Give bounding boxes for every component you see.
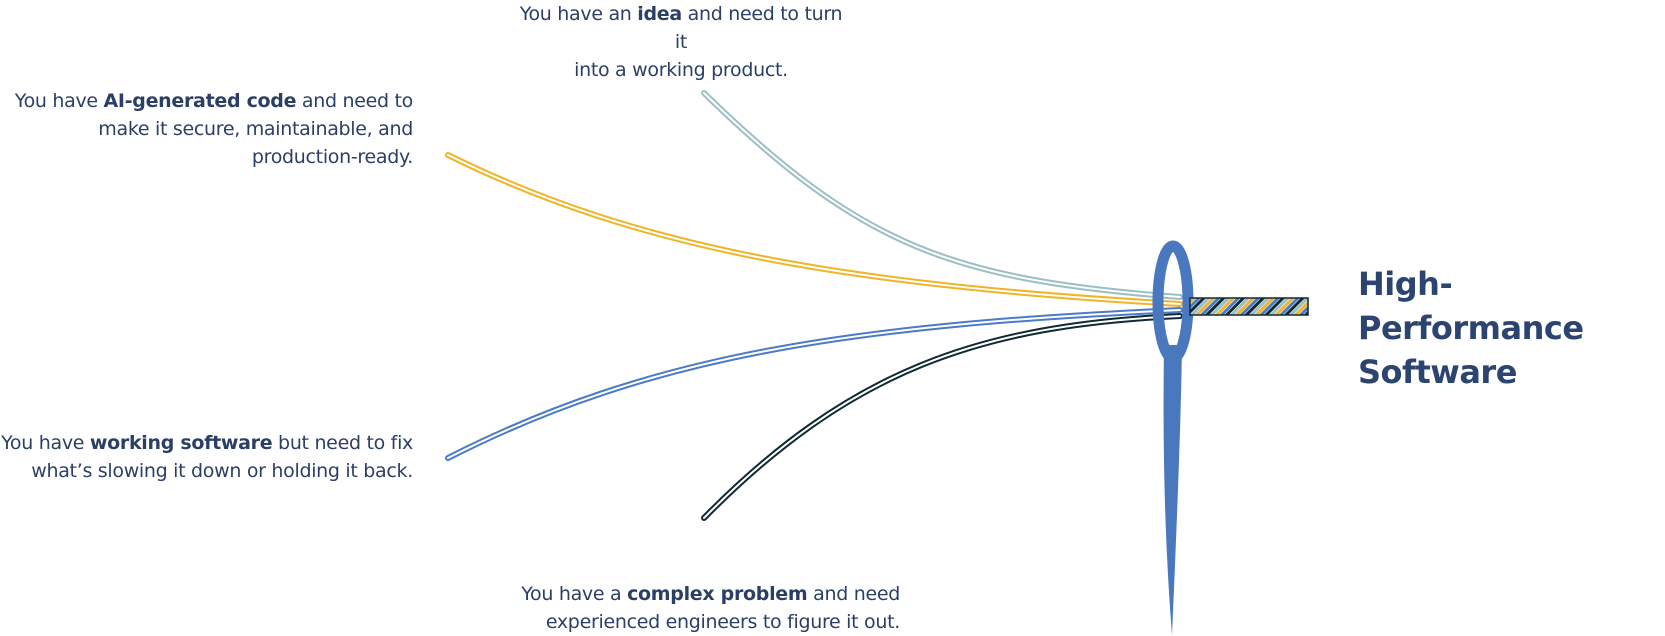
caption-complex-post: and need: [807, 583, 900, 605]
caption-complex-pre: You have a: [521, 583, 628, 605]
caption-ai-line2: make it secure, maintainable, and: [98, 118, 413, 140]
caption-idea-post: and need to turn it: [674, 3, 843, 53]
caption-complex-line2: experienced engineers to figure it out.: [545, 611, 900, 633]
caption-ai-pre: You have: [14, 90, 104, 112]
thread-working-software: [445, 307, 1183, 461]
caption-working-software: You have working software but need to fi…: [0, 429, 413, 485]
caption-idea-line2: into a working product.: [574, 59, 788, 81]
caption-working-line2: what’s slowing it down or holding it bac…: [31, 460, 413, 482]
caption-ai-bold: AI-generated code: [103, 90, 297, 112]
headline-line1: High-Performance: [1358, 265, 1584, 347]
caption-ai-line3: production-ready.: [251, 146, 413, 168]
braided-thread: [1189, 297, 1309, 316]
thread-idea: [701, 90, 1183, 300]
caption-working-post: but need to fix: [272, 432, 413, 454]
headline: High-Performance Software: [1358, 262, 1665, 394]
thread-ai-code: [445, 152, 1183, 307]
needle-shaft: [1163, 345, 1182, 635]
thread-complex-problem: [701, 313, 1183, 521]
caption-working-pre: You have: [1, 432, 90, 454]
needle-icon: [1152, 240, 1194, 364]
caption-ai-code: You have AI-generated code and need to m…: [0, 87, 414, 171]
caption-ai-post: and need to: [296, 90, 413, 112]
caption-idea-bold: idea: [637, 3, 682, 25]
caption-complex-problem: You have a complex problem and need expe…: [470, 580, 900, 636]
caption-working-bold: working software: [89, 432, 273, 454]
caption-complex-bold: complex problem: [627, 583, 808, 605]
caption-idea-pre: You have an: [519, 3, 638, 25]
caption-idea: You have an idea and need to turn it int…: [515, 0, 847, 84]
headline-line2: Software: [1358, 353, 1517, 391]
